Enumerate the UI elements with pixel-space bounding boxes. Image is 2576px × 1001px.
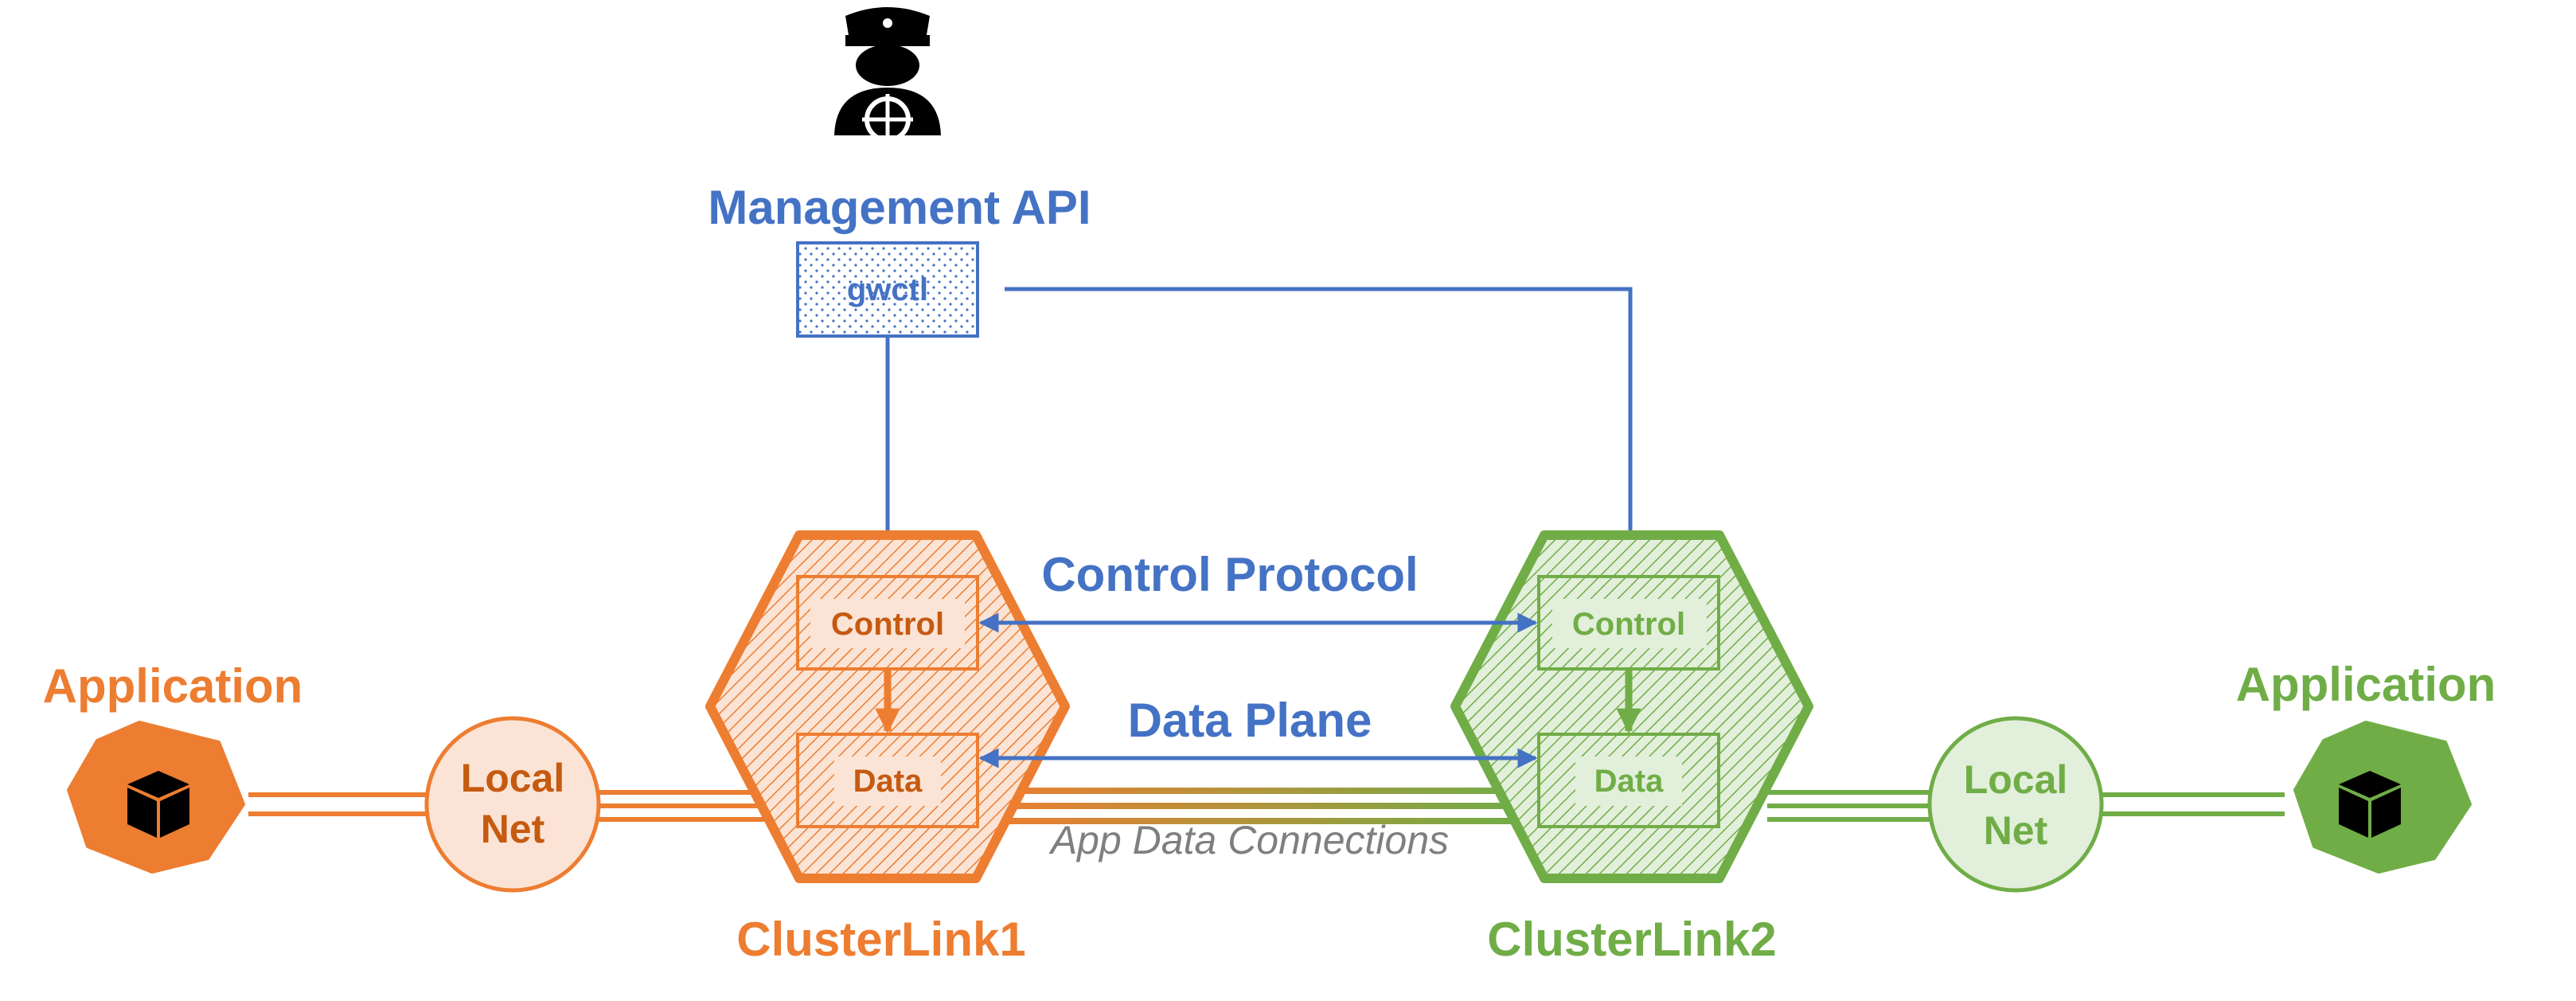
control2-label: Control [1572, 607, 1685, 642]
ship-captain-icon [834, 7, 941, 143]
local-net-right[interactable] [1927, 716, 2104, 893]
local-net-right-line1: Local [1964, 757, 2068, 802]
control-protocol-label: Control Protocol [1041, 548, 1418, 601]
local-net-right-line2: Net [1984, 808, 2048, 853]
local-net-left-line2: Net [481, 807, 545, 851]
data1-label: Data [853, 764, 923, 799]
kubernetes-pod-icon[interactable] [67, 721, 245, 874]
clusterlink1-label: ClusterLink1 [736, 913, 1025, 966]
control1-label: Control [831, 607, 944, 642]
management-api-label: Management API [708, 181, 1091, 234]
data2-label: Data [1594, 764, 1664, 799]
app-data-connections-link [991, 788, 1524, 824]
data-plane-label: Data Plane [1128, 694, 1372, 747]
app-left-link [248, 790, 764, 822]
control1-label-bg [810, 599, 965, 648]
application-right-label: Application [2236, 658, 2496, 711]
app-right-link [1767, 790, 2285, 822]
local-net-left[interactable] [424, 716, 601, 893]
control2-label-bg [1552, 599, 1707, 648]
gwctl-label: gwctl [847, 272, 928, 307]
local-net-left-line1: Local [461, 756, 565, 800]
data1-label-bg [834, 757, 941, 806]
data2-label-bg [1575, 757, 1682, 806]
kubernetes-pod-icon[interactable] [2293, 721, 2472, 874]
gwctl-box[interactable] [796, 241, 979, 338]
app-data-connections-label: App Data Connections [1048, 818, 1449, 862]
application-left-label: Application [43, 659, 303, 713]
clusterlink2-label: ClusterLink2 [1487, 913, 1776, 966]
mgmt-to-control2-arrow [1005, 287, 1641, 576]
